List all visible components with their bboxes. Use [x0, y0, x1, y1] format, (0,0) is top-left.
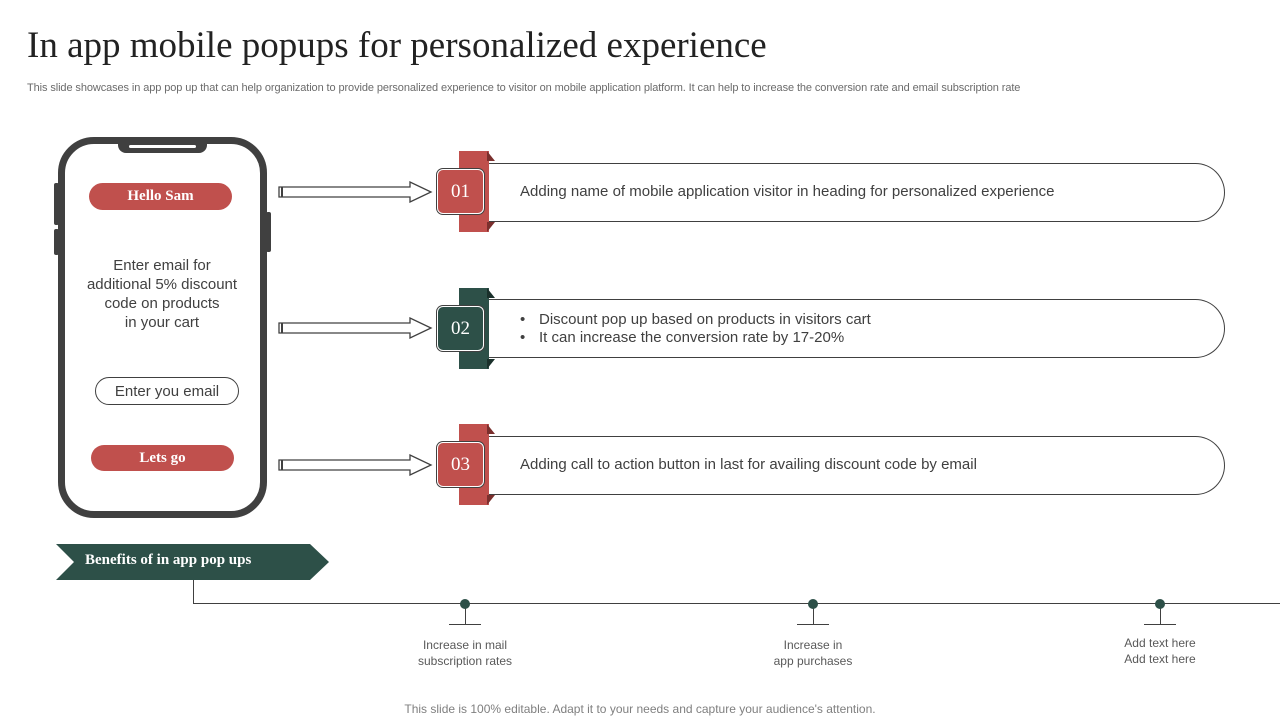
benefit-line: app purchases — [773, 654, 853, 668]
timeline-node-stem — [1159, 605, 1161, 624]
timeline-node-dot — [1155, 599, 1165, 609]
phone-side-button-left-top — [54, 183, 59, 225]
popup-message-line: in your cart — [124, 314, 200, 331]
benefit-line: Increase in mail — [422, 638, 508, 652]
step-bullet: Discount pop up based on products in vis… — [520, 311, 871, 329]
timeline-node-dot — [460, 599, 470, 609]
step-number-badge: 03 — [437, 442, 484, 487]
popup-message: Enter email for additional 5% discount c… — [78, 256, 246, 332]
benefits-timeline — [193, 580, 1280, 604]
benefit-item: Add text here Add text here — [1080, 635, 1240, 667]
step-tab-fold — [487, 359, 495, 369]
phone-side-button-right — [266, 212, 271, 252]
step-bullet-list: Discount pop up based on products in vis… — [520, 311, 871, 347]
page-title: In app mobile popups for personalized ex… — [27, 25, 767, 66]
timeline-node-stem — [812, 605, 814, 624]
timeline-node-stem — [464, 605, 466, 624]
benefit-line: Add text here — [1124, 636, 1196, 650]
phone-side-button-left-bottom — [54, 229, 59, 255]
benefit-line: Add text here — [1124, 652, 1196, 666]
greeting-pill: Hello Sam — [89, 183, 232, 210]
timeline-node — [1144, 599, 1176, 629]
timeline-node — [797, 599, 829, 629]
benefits-heading: Benefits of in app pop ups — [85, 552, 252, 568]
arrow-icon — [278, 454, 433, 476]
step-description: Adding name of mobile application visito… — [520, 183, 1055, 200]
popup-message-line: Enter email for — [113, 257, 211, 274]
timeline-node-dot — [808, 599, 818, 609]
step-capsule — [470, 436, 1225, 495]
benefit-item: Increase in app purchases — [733, 637, 893, 669]
timeline-node — [449, 599, 481, 629]
timeline-node-foot — [449, 624, 481, 625]
step-tab-fold — [487, 222, 495, 232]
popup-message-line: code on products — [104, 295, 220, 312]
step-tab-fold — [487, 495, 495, 505]
phone-speaker — [129, 145, 196, 148]
step-tab-fold — [487, 424, 495, 434]
timeline-node-foot — [797, 624, 829, 625]
step-capsule — [470, 163, 1225, 222]
arrow-icon — [278, 317, 433, 339]
popup-message-line: additional 5% discount — [86, 276, 238, 293]
footer-note: This slide is 100% editable. Adapt it to… — [404, 702, 876, 716]
step-number-badge: 02 — [437, 306, 484, 351]
arrow-icon — [278, 181, 433, 203]
benefit-line: subscription rates — [417, 654, 513, 668]
benefit-item: Increase in mail subscription rates — [385, 637, 545, 669]
step-description: Adding call to action button in last for… — [520, 456, 977, 473]
benefit-line: Increase in — [783, 638, 843, 652]
timeline-node-foot — [1144, 624, 1176, 625]
step-tab-fold — [487, 151, 495, 161]
email-input[interactable] — [95, 377, 239, 405]
step-bullet: It can increase the conversion rate by 1… — [520, 329, 871, 347]
page-subtitle: This slide showcases in app pop up that … — [27, 82, 1021, 94]
benefits-banner — [56, 544, 329, 580]
step-number-badge: 01 — [437, 169, 484, 214]
step-tab-fold — [487, 288, 495, 298]
lets-go-button[interactable]: Lets go — [91, 445, 234, 471]
